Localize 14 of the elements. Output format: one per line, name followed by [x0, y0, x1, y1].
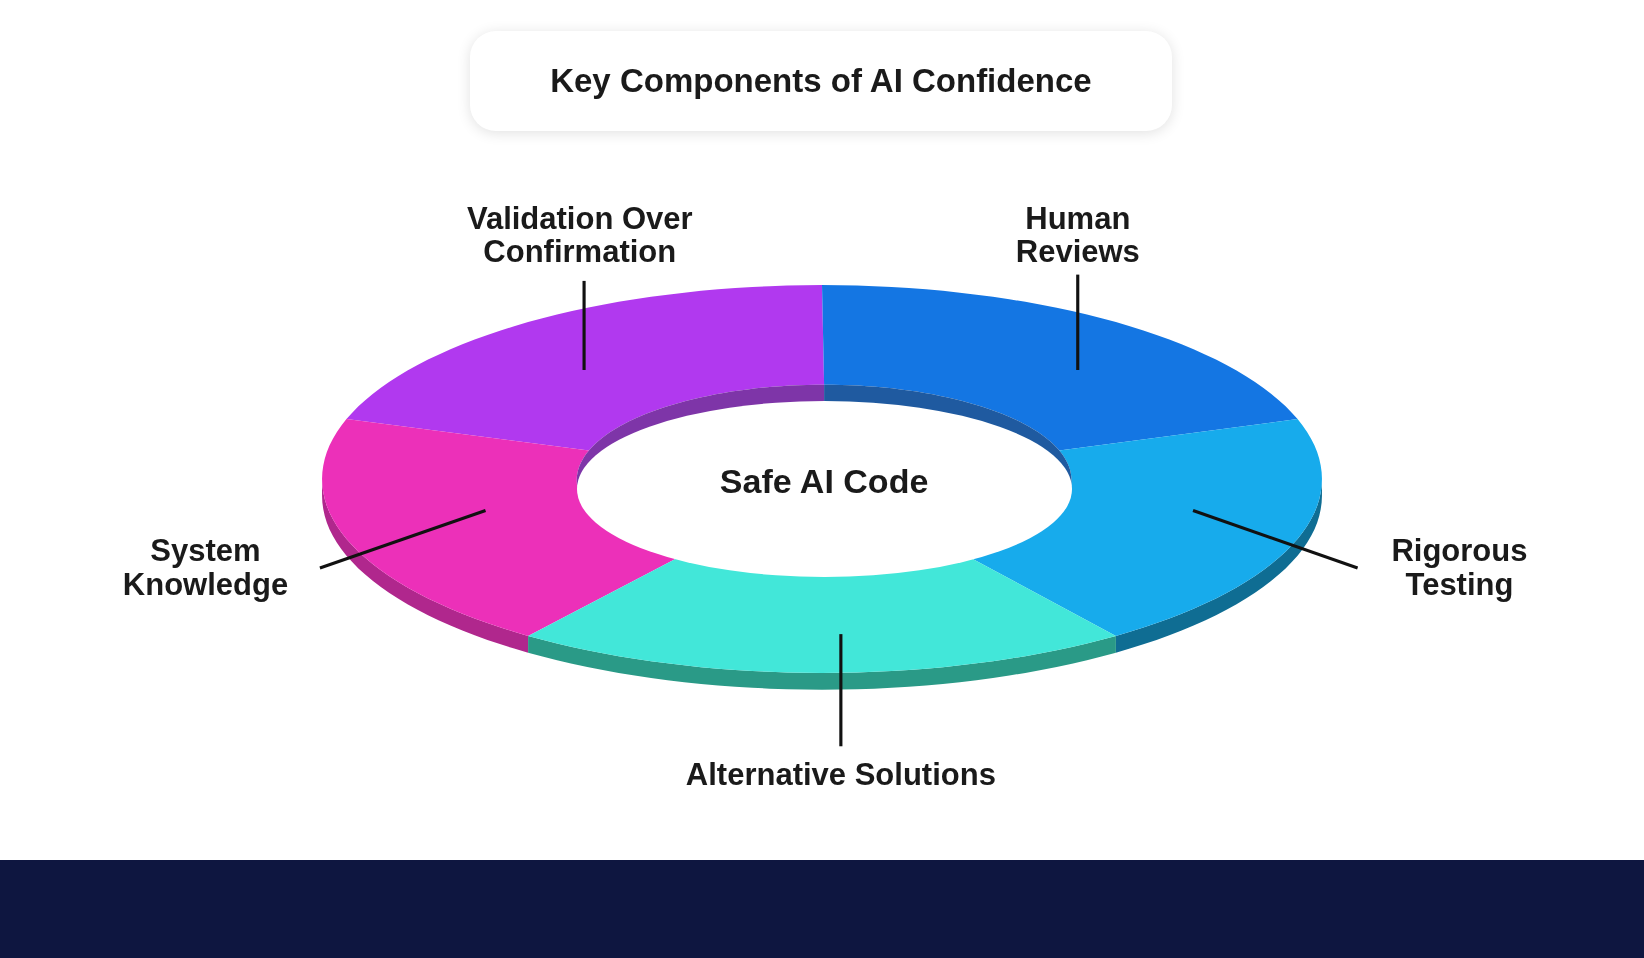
leader-line [319, 508, 487, 570]
leader-line [1076, 274, 1080, 370]
segment-label: Human Reviews [982, 201, 1173, 269]
title: Key Components of AI Confidence [469, 31, 1173, 132]
ring-segment [346, 285, 825, 451]
leader-line [839, 634, 843, 747]
segment-label: Rigorous Testing [1364, 533, 1555, 601]
center-label: Safe AI Code [719, 462, 929, 502]
ring-segment [822, 285, 1298, 451]
segment-label: Validation Over Confirmation [444, 201, 715, 269]
segment-label: Alternative Solutions [685, 758, 996, 792]
ring-segment [528, 557, 1116, 690]
leader-line [1192, 508, 1359, 570]
segment-label: System Knowledge [110, 533, 301, 601]
